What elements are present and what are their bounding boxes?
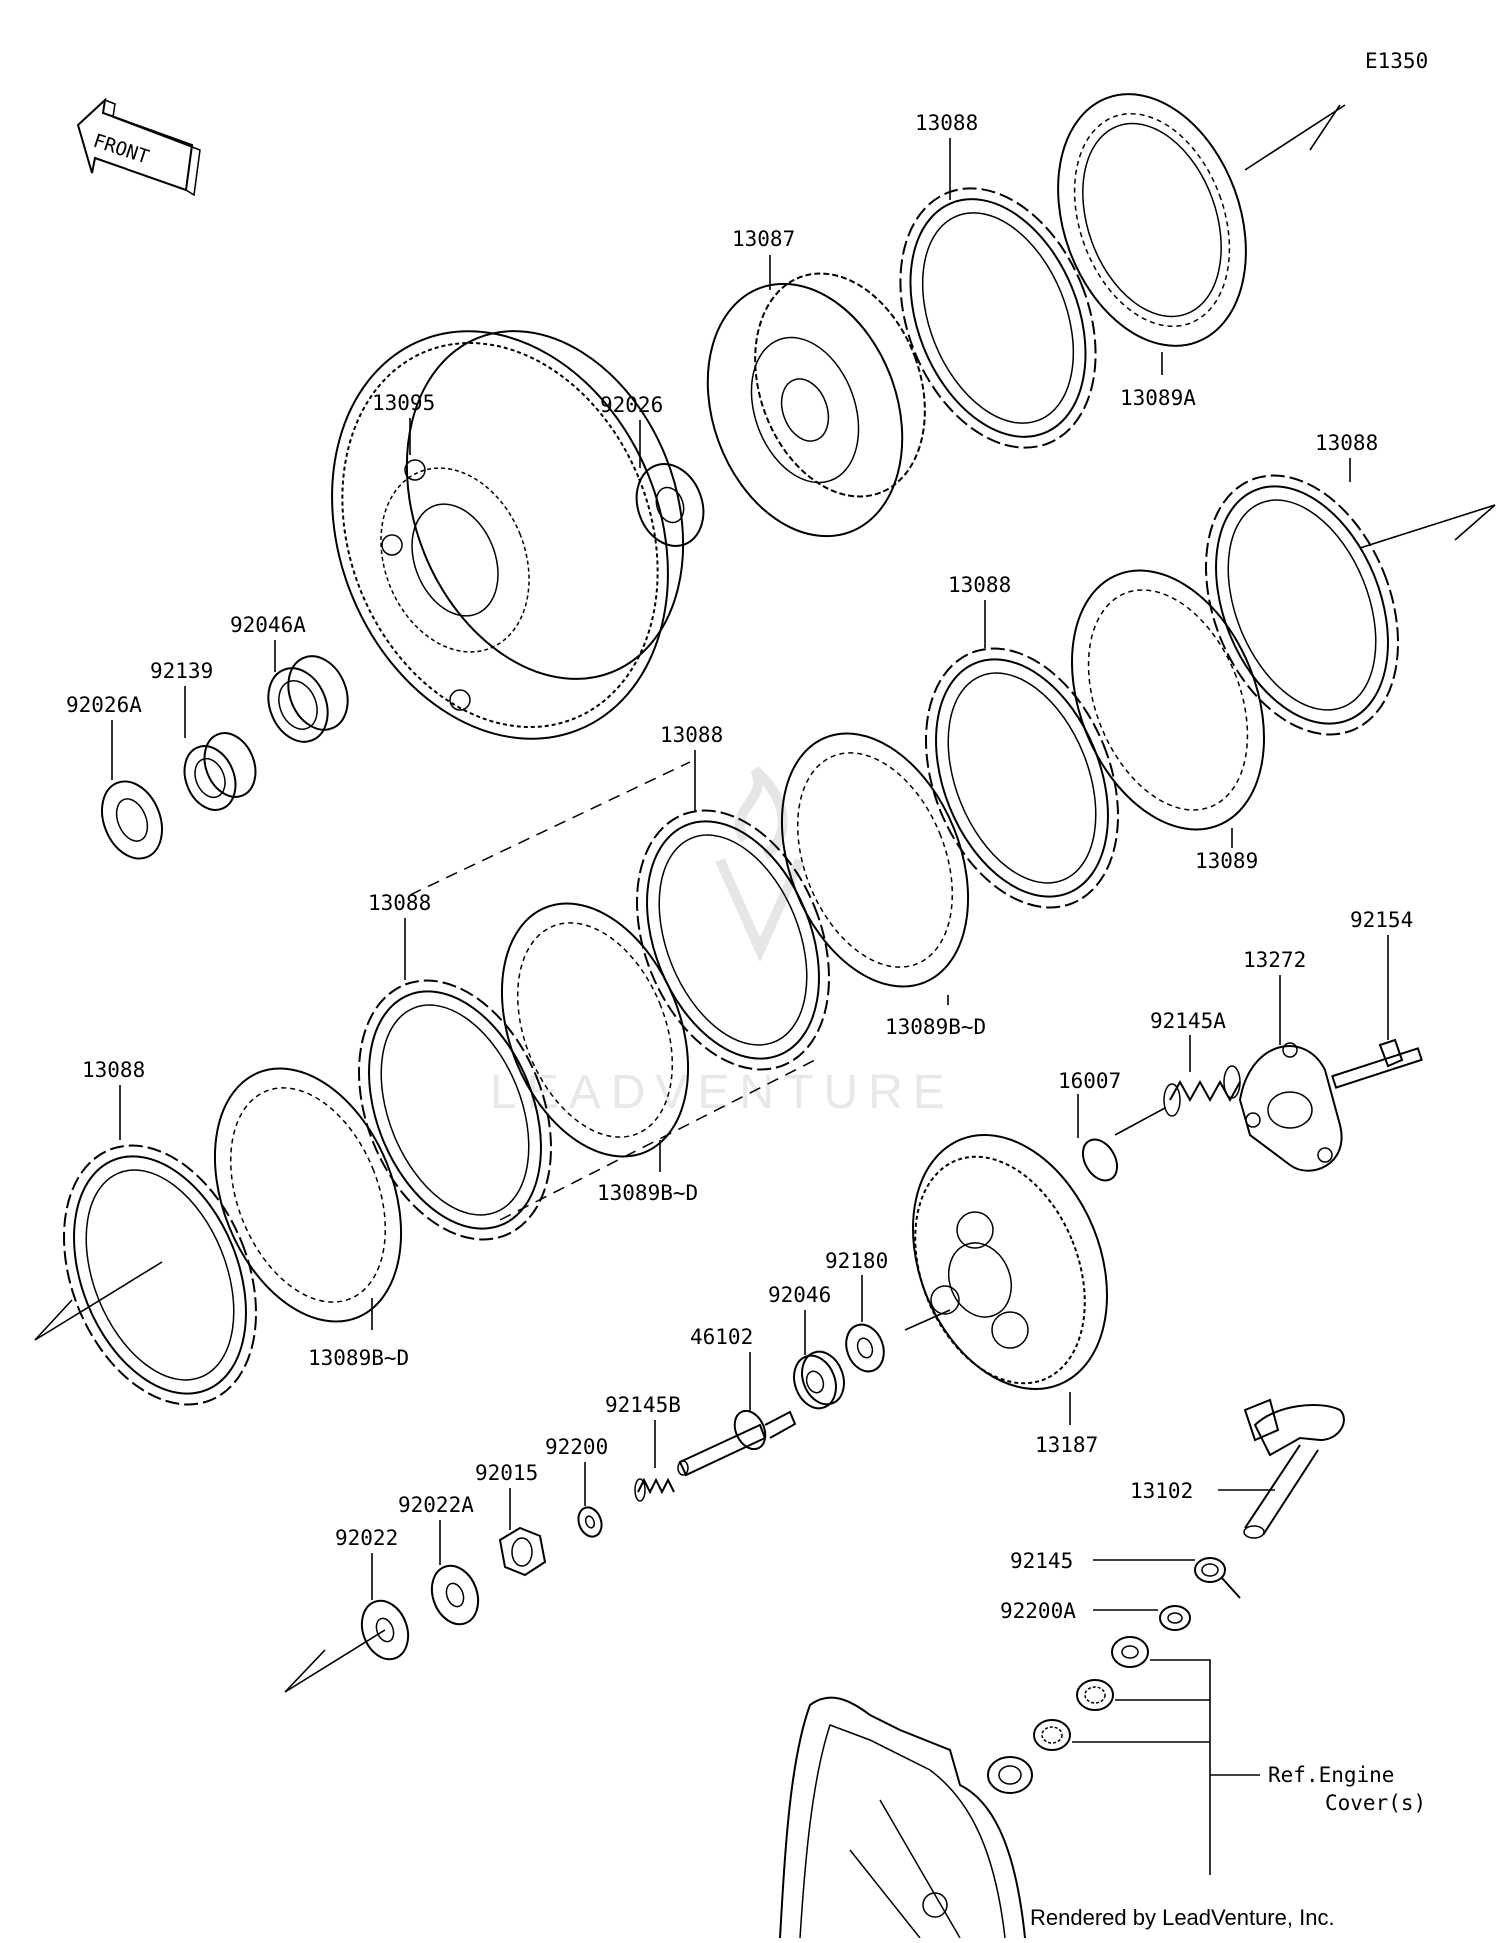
spring-92145B — [634, 1477, 675, 1502]
label-92022: 92022 — [335, 1526, 398, 1550]
torsion-spring-92145 — [1194, 1557, 1241, 1599]
cover-bearing-upper — [1076, 1679, 1114, 1711]
label-13087: 13087 — [732, 227, 795, 251]
label-92200: 92200 — [545, 1435, 608, 1459]
washer-92026A — [101, 780, 163, 860]
engine-cover-reference — [779, 1696, 1033, 1939]
friction-plate-13088-left — [358, 979, 552, 1241]
plate-13089BD-left — [500, 902, 690, 1158]
label-92026A: 92026A — [66, 693, 142, 717]
washer-92180 — [845, 1323, 885, 1373]
label-13089: 13089 — [1195, 849, 1258, 873]
bearing-92046 — [793, 1350, 845, 1410]
label-92180: 92180 — [825, 1249, 888, 1273]
credit-text: Rendered by LeadVenture, Inc. — [1030, 1905, 1335, 1930]
washer-92022A — [430, 1564, 480, 1626]
label-92145: 92145 — [1010, 1549, 1073, 1573]
label-13088-top: 13088 — [915, 111, 978, 135]
cover-seal — [1111, 1636, 1149, 1668]
friction-plate-13088-lower — [63, 1144, 257, 1406]
diagram-code: E1350 — [1365, 49, 1428, 73]
label-92139: 92139 — [150, 659, 213, 683]
label-13102: 13102 — [1130, 1479, 1193, 1503]
sleeve-92139 — [183, 732, 257, 811]
lifter-plate-13272 — [1238, 1042, 1343, 1172]
plate-13089 — [1071, 569, 1265, 831]
label-92015: 92015 — [475, 1461, 538, 1485]
watermark-text: LEADVENTURE — [490, 1066, 955, 1119]
clutch-hub-13087 — [706, 272, 926, 538]
watermark-logo — [715, 766, 805, 963]
lever-shaft-13102 — [1243, 1398, 1345, 1539]
friction-plate-13088-centre — [636, 809, 830, 1071]
label-92154: 92154 — [1350, 908, 1413, 932]
friction-plate-13088-top — [899, 187, 1097, 449]
label-13272: 13272 — [1243, 948, 1306, 972]
pressure-plate-13187 — [912, 1134, 1108, 1390]
washer-92022 — [360, 1599, 410, 1661]
ref-note-line2: Cover(s) — [1325, 1791, 1426, 1815]
clutch-housing-13095 — [331, 330, 685, 740]
washer-92200A — [1159, 1605, 1191, 1631]
label-13088-right: 13088 — [1315, 431, 1378, 455]
spring-92145A — [1163, 1065, 1241, 1117]
label-13089BD-left: 13089B~D — [597, 1181, 698, 1205]
washer-92200 — [577, 1506, 603, 1538]
label-13088-left: 13088 — [368, 891, 431, 915]
label-92145B: 92145B — [605, 1393, 681, 1417]
label-13088-mid: 13088 — [948, 573, 1011, 597]
label-46102: 46102 — [690, 1325, 753, 1349]
plate-13089BD-centre — [780, 732, 970, 988]
label-13088-lower: 13088 — [82, 1058, 145, 1082]
label-92145A: 92145A — [1150, 1009, 1226, 1033]
plate-13089BD-lower — [213, 1067, 403, 1323]
bolt-92154 — [1331, 1038, 1423, 1089]
label-92046: 92046 — [768, 1283, 831, 1307]
needle-bearing-92046A — [267, 655, 349, 743]
cover-bearing-lower — [1033, 1719, 1071, 1751]
label-92046A: 92046A — [230, 613, 306, 637]
label-13089BD-lower: 13089B~D — [308, 1346, 409, 1370]
label-13089BD-centre: 13089B~D — [885, 1015, 986, 1039]
label-13187: 13187 — [1035, 1433, 1098, 1457]
nut-92015 — [498, 1526, 547, 1577]
label-13089A: 13089A — [1120, 386, 1196, 410]
label-16007: 16007 — [1058, 1069, 1121, 1093]
label-92200A: 92200A — [1000, 1599, 1076, 1623]
label-92022A: 92022A — [398, 1493, 474, 1517]
plate-13089A — [1057, 93, 1247, 347]
friction-plate-13088-right — [1205, 474, 1399, 736]
ring-16007 — [1081, 1138, 1119, 1182]
label-13095: 13095 — [372, 391, 435, 415]
label-13088-centre: 13088 — [660, 723, 723, 747]
friction-plate-13088-mid — [925, 647, 1119, 909]
front-label: FRONT — [90, 130, 151, 169]
front-arrow-icon: FRONT — [76, 97, 201, 197]
push-rod-46102 — [677, 1409, 797, 1477]
ref-note-line1: Ref.Engine — [1268, 1763, 1394, 1787]
washer-92026 — [635, 463, 705, 547]
